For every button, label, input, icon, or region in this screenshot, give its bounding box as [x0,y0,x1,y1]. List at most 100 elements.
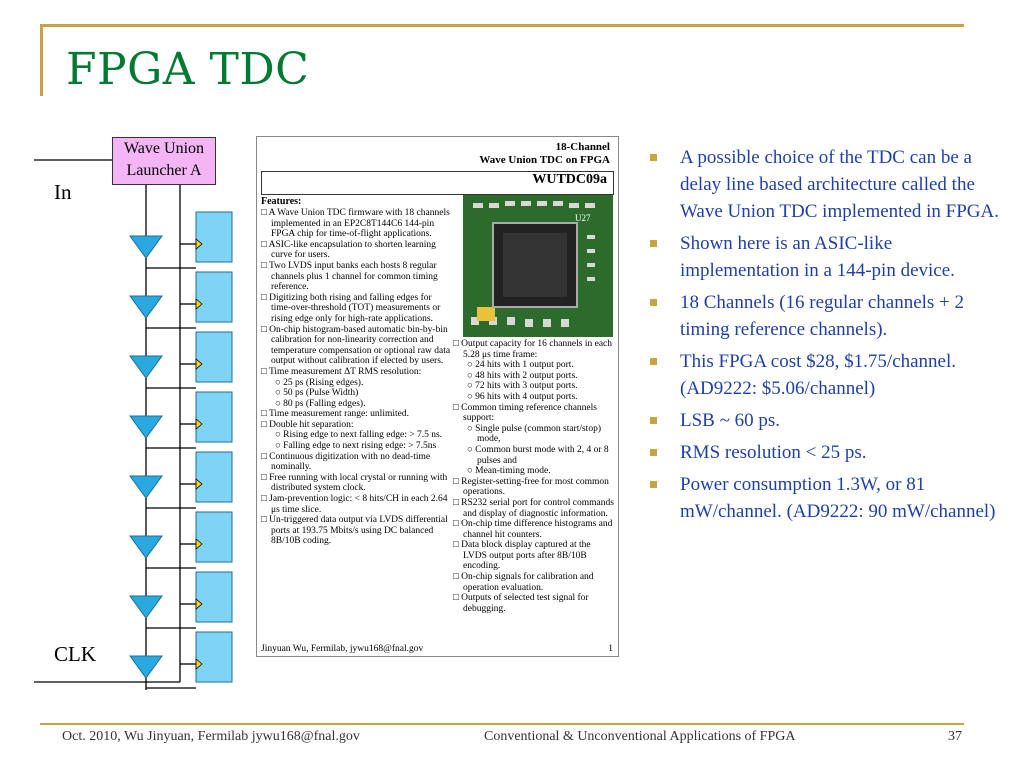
datasheet-code: WUTDC09a [532,172,607,187]
bullet-item: This FPGA cost $28, $1.75/channel. (AD92… [650,348,1000,402]
datasheet-subitem: ○ 24 hits with 1 output port. [453,360,615,371]
datasheet-item-text: Double hit separation: [269,419,354,430]
footer-author: Oct. 2010, Wu Jinyuan, Fermilab jywu168@… [62,729,360,744]
bullet-marker [650,449,657,456]
datasheet-item-text: Jam-prevention logic: < 8 hits/CH in eac… [269,494,448,515]
datasheet-item-text: On-chip time difference histograms and c… [461,519,613,540]
datasheet-item-text: 50 ps (Pulse Width) [283,388,359,399]
bullet-marker [650,417,657,424]
datasheet-item-text: 48 hits with 2 output ports. [475,370,578,381]
datasheet-item-marker: □ [453,519,462,530]
datasheet-item-marker: □ [453,593,462,604]
clock-marker-3 [195,358,203,370]
datasheet-item-marker: □ [453,402,462,413]
flip-flop-8 [195,631,233,683]
clock-marker-2 [195,298,203,310]
datasheet-item: □ Un-triggered data output via LVDS diff… [261,515,451,547]
datasheet-item-marker: ○ [467,444,476,455]
datasheet-item-marker: □ [453,476,462,487]
datasheet-item-marker: ○ [467,360,476,371]
datasheet-item: □ Common timing reference channels suppo… [453,403,615,424]
delay-buffer-5 [129,475,163,499]
datasheet-subitem: ○ Rising edge to next falling edge: > 7.… [261,430,451,441]
bullet-marker [650,240,657,247]
datasheet-header-line1: 18-Channel [555,141,610,153]
datasheet-item-text: Outputs of selected test signal for debu… [461,593,589,614]
datasheet-feature-list-right: □ Output capacity for 16 channels in eac… [453,339,615,614]
datasheet-item-text: 72 hits with 3 output ports. [475,381,578,392]
datasheet-subitem: ○ Common burst mode with 2, 4 or 8 pulse… [453,445,615,466]
in-label: In [54,180,72,204]
datasheet-item: □ ASIC-like encapsulation to shorten lea… [261,240,451,261]
datasheet-item-marker: ○ [275,398,284,409]
datasheet-item-marker: □ [261,419,270,430]
datasheet-item: □ Time measurement range: unlimited. [261,409,451,420]
datasheet-item-text: 25 ps (Rising edges). [283,377,364,388]
bullet-text: Power consumption 1.3W, or 81 mW/channel… [680,474,996,522]
bullet-item: Shown here is an ASIC-like implementatio… [650,230,1000,284]
datasheet-item: □ Free running with local crystal or run… [261,473,451,494]
datasheet-item: □ On-chip signals for calibration and op… [453,572,615,593]
datasheet-subitem: ○ Mean-timing mode. [453,466,615,477]
bullet-text: 18 Channels (16 regular channels + 2 tim… [680,292,965,340]
clk-label: CLK [54,642,96,666]
datasheet-item-marker: ○ [467,381,476,392]
datasheet-code-bar: WUTDC09a [261,171,614,195]
datasheet-subitem: ○ 72 hits with 3 output ports. [453,381,615,392]
datasheet-item-marker: □ [261,409,269,420]
datasheet-item-text: RS232 serial port for control commands a… [461,497,614,519]
flip-flop-1 [195,211,233,263]
datasheet-item: □ Two LVDS input banks each hosts 8 regu… [261,261,451,293]
flip-flop-7 [195,571,233,623]
datasheet-item-marker: ○ [467,423,476,434]
bullet-marker [650,154,657,161]
bullet-list: A possible choice of the TDC can be a de… [650,144,1000,530]
board-photo-art [463,195,613,337]
flip-flop-4 [195,391,233,443]
datasheet-item-marker: ○ [467,466,476,477]
datasheet-item-text: Mean-timing mode. [475,466,551,477]
wave-union-launcher: Wave Union Launcher A [112,137,216,185]
datasheet-item-text: On-chip histogram-based automatic bin-by… [269,324,451,367]
datasheet-item-marker: □ [453,497,462,508]
datasheet-feature-list-left: □ A Wave Union TDC firmware with 18 chan… [261,208,451,547]
delay-buffer-2 [129,295,163,319]
clock-marker-5 [195,478,203,490]
datasheet-item-text: Common timing reference channels support… [461,402,597,424]
bullet-marker [650,481,657,488]
delay-buffer-4 [129,415,163,439]
bullet-item: A possible choice of the TDC can be a de… [650,144,1000,225]
delay-buffer-6 [129,535,163,559]
datasheet-item-marker: □ [453,540,462,551]
datasheet-item-text: Continuous digitization with no dead-tim… [269,451,431,473]
datasheet-item-text: A Wave Union TDC firmware with 18 channe… [268,208,450,240]
delay-line-diagram [34,159,233,690]
datasheet-item-marker: □ [453,572,462,583]
datasheet-page-number: 1 [608,644,613,654]
datasheet-subitem: ○ 25 ps (Rising edges). [261,378,451,389]
datasheet-item-marker: ○ [467,391,476,402]
datasheet-item-text: Data block display captured at the LVDS … [461,540,591,572]
datasheet-item-marker: ○ [467,370,476,381]
datasheet-item-text: 24 hits with 1 output port. [475,360,574,371]
datasheet-item: □ On-chip time difference histograms and… [453,519,615,540]
bullet-text: RMS resolution < 25 ps. [680,442,867,463]
clock-marker-7 [195,598,203,610]
title-rule-left [40,24,43,96]
datasheet-item: □ Time measurement ΔT RMS resolution: [261,367,451,378]
datasheet-item: □ Register-setting-free for most common … [453,477,615,498]
datasheet-item-text: Register-setting-free for most common op… [461,476,609,498]
flip-flop-3 [195,331,233,383]
datasheet-item: □ On-chip histogram-based automatic bin-… [261,325,451,367]
datasheet-item-marker: □ [261,366,269,377]
datasheet-item-text: Un-triggered data output via LVDS differ… [269,515,448,547]
datasheet-item-text: Time measurement ΔT RMS resolution: [268,366,422,377]
datasheet-item: □ Outputs of selected test signal for de… [453,593,615,614]
datasheet-header-line2: Wave Union TDC on FPGA [479,154,610,166]
delay-buffer-1 [129,235,163,259]
flip-flop-6 [195,511,233,563]
bullet-item: Power consumption 1.3W, or 81 mW/channel… [650,471,1000,525]
clock-marker-8 [195,658,203,670]
datasheet-subitem: ○ Single pulse (common start/stop) mode, [453,424,615,445]
datasheet-subitem: ○ 96 hits with 4 output ports. [453,392,615,403]
